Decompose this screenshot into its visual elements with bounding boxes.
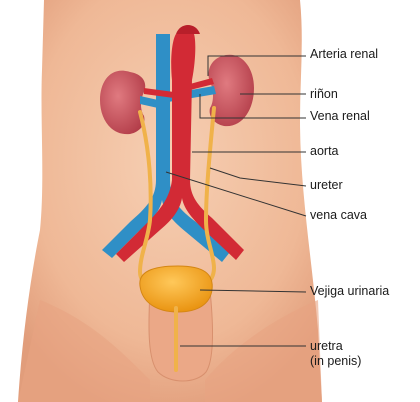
label-ureter: ureter bbox=[310, 178, 343, 192]
label-rinon: riñon bbox=[310, 87, 338, 101]
label-uretra-in-penis: (in penis) bbox=[310, 354, 361, 368]
label-vena-renal: Vena renal bbox=[310, 109, 370, 123]
label-aorta: aorta bbox=[310, 144, 339, 158]
label-vejiga-urinaria: Vejiga urinaria bbox=[310, 284, 389, 298]
label-arteria-renal: Arteria renal bbox=[310, 47, 378, 61]
label-vena-cava: vena cava bbox=[310, 208, 367, 222]
label-uretra: uretra bbox=[310, 339, 343, 353]
